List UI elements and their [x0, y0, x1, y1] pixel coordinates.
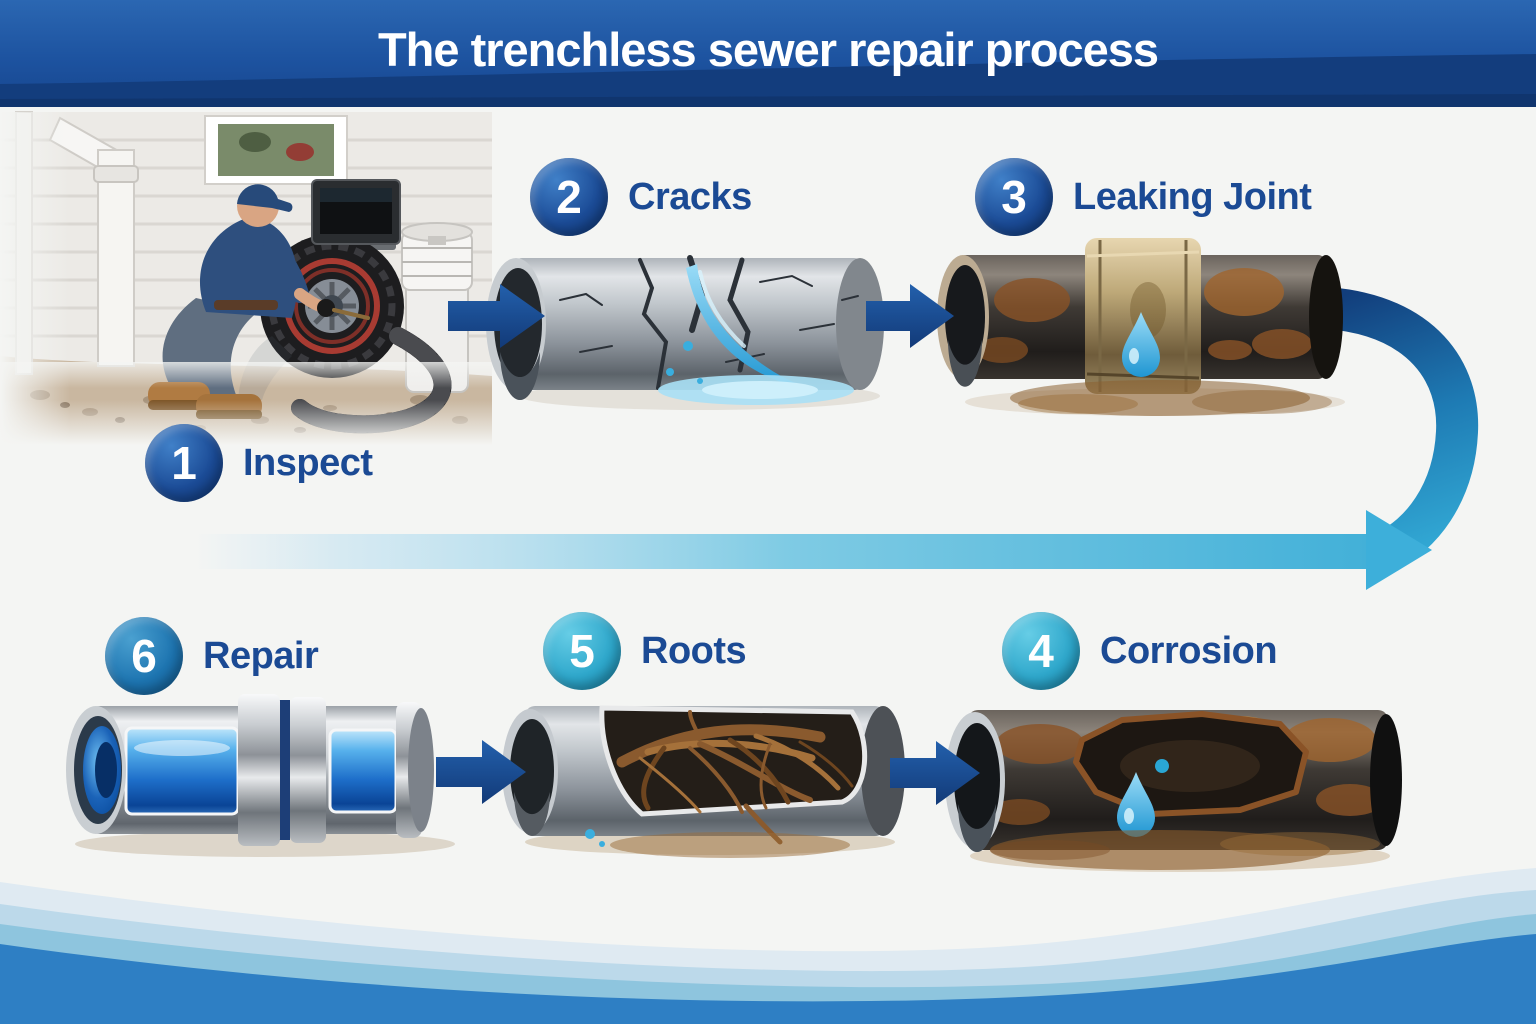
step-2-label: Cracks: [628, 175, 752, 218]
cracks-pipe-illustration: [486, 255, 884, 410]
step-1-number: 1: [171, 437, 197, 489]
title-banner: The trenchless sewer repair process: [0, 0, 1536, 107]
camera-monitor: [311, 179, 401, 245]
step-4-badge: 4: [1002, 612, 1080, 690]
step-5-roots: 5 Roots: [543, 612, 747, 690]
step-6-number: 6: [131, 630, 157, 682]
step-1-badge: 1: [145, 424, 223, 502]
step-3-label: Leaking Joint: [1073, 175, 1312, 218]
step-4-number: 4: [1028, 625, 1054, 677]
bottom-wave-decoration: [0, 868, 1536, 1024]
step-5-label: Roots: [641, 629, 747, 672]
step-3-badge: 3: [975, 158, 1053, 236]
step-5-number: 5: [569, 625, 595, 677]
arrow-roots-to-corrosion-icon: [890, 741, 980, 805]
step-6-badge: 6: [105, 617, 183, 695]
curved-flow-arrow: [1325, 287, 1479, 571]
step-1-inspect: 1 Inspect: [145, 424, 373, 502]
corrosion-pipe-illustration: [945, 710, 1402, 872]
arrow-repair-to-roots-icon: [436, 740, 526, 804]
roots-pipe-illustration: [502, 705, 905, 858]
step-6-repair: 6 Repair: [105, 617, 319, 695]
step-1-label: Inspect: [243, 441, 373, 484]
flow-arrows: [436, 284, 980, 805]
arrow-photo-to-cracks-icon: [448, 284, 545, 348]
inspect-photo-illustration: [0, 111, 492, 445]
step-2-badge: 2: [530, 158, 608, 236]
repair-pipe-illustration: [66, 694, 455, 857]
flow-arrowhead-icon: [1366, 510, 1432, 590]
step-4-corrosion: 4 Corrosion: [1002, 612, 1278, 690]
leaking-joint-pipe-illustration: [937, 238, 1345, 416]
flow-band: [195, 534, 1375, 569]
arrow-cracks-to-joint-icon: [866, 284, 954, 348]
step-2-cracks: 2 Cracks: [530, 158, 752, 236]
step-3-leaking-joint: 3 Leaking Joint: [975, 158, 1312, 236]
banner-wave-graphic: [0, 54, 1536, 107]
step-2-number: 2: [556, 171, 582, 223]
page-title: The trenchless sewer repair process: [377, 23, 1159, 76]
step-4-label: Corrosion: [1100, 629, 1278, 672]
step-5-badge: 5: [543, 612, 621, 690]
step-6-label: Repair: [203, 634, 319, 677]
step-3-number: 3: [1001, 171, 1027, 223]
